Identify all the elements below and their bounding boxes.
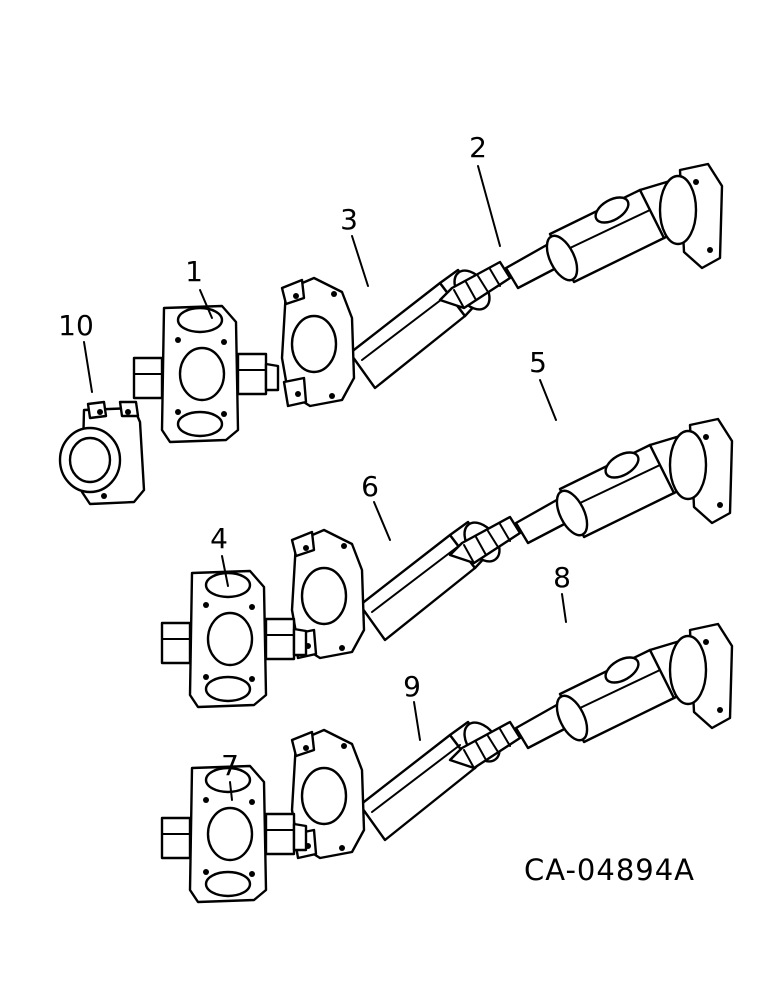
front-shaft-half-9 [290,714,508,860]
callout-10: 10 [58,309,94,342]
drawing-reference-code: CA-04894A [524,853,696,887]
callout-9: 9 [403,670,421,703]
callout-8: 8 [553,561,571,594]
cross-bearing-4 [160,569,308,709]
callout-2: 2 [469,131,487,164]
callout-3: 3 [340,203,358,236]
callout-6: 6 [361,470,379,503]
rear-shaft-half-8 [448,622,734,770]
end-yoke-10 [58,400,146,506]
rear-shaft-half-5 [448,417,734,565]
callout-5: 5 [529,346,547,379]
cross-bearing-1 [132,304,280,444]
callout-4: 4 [210,522,228,555]
rear-shaft-half-2 [438,162,724,310]
callout-1: 1 [185,255,203,288]
cross-bearing-7 [160,764,308,904]
callout-7: 7 [221,749,239,782]
